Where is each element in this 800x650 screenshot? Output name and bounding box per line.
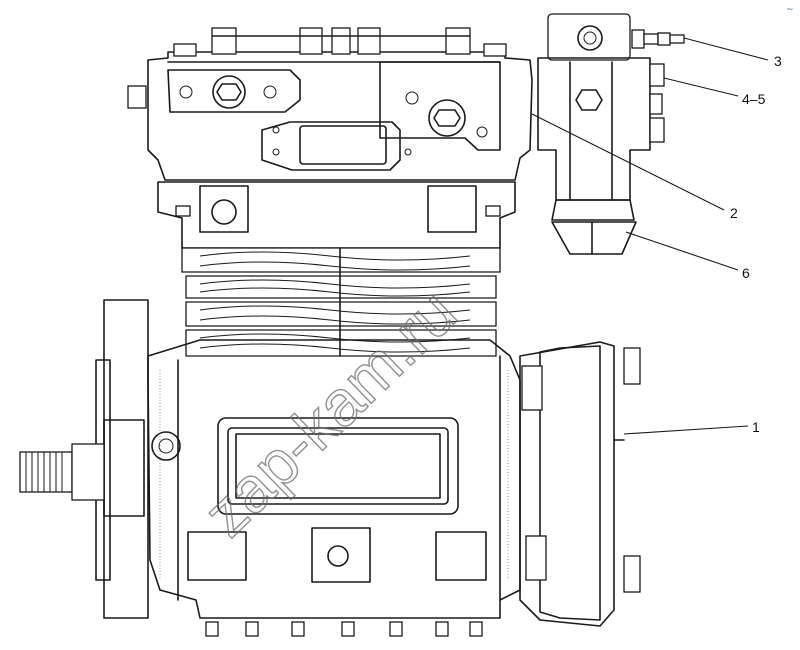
callout-labels: 3 4–5 2 6 1 [730,53,782,435]
corner-mark: ~ [786,5,794,15]
leader-6 [625,231,739,271]
crankcase [147,339,521,637]
cylinder-block [157,181,516,357]
end-cover [519,341,641,627]
leader-2 [531,113,725,211]
leader-1 [623,425,749,435]
callout-6: 6 [742,265,750,281]
callout-2: 2 [730,205,738,221]
mounting-flange [19,299,149,619]
callout-4-5: 4–5 [742,91,766,107]
callout-leaders [531,37,769,435]
callout-3: 3 [774,53,782,69]
leader-3 [683,37,769,61]
governor-valve [537,13,685,255]
leader-4-5 [663,77,739,97]
callout-1: 1 [752,419,760,435]
cylinder-head [127,27,533,181]
